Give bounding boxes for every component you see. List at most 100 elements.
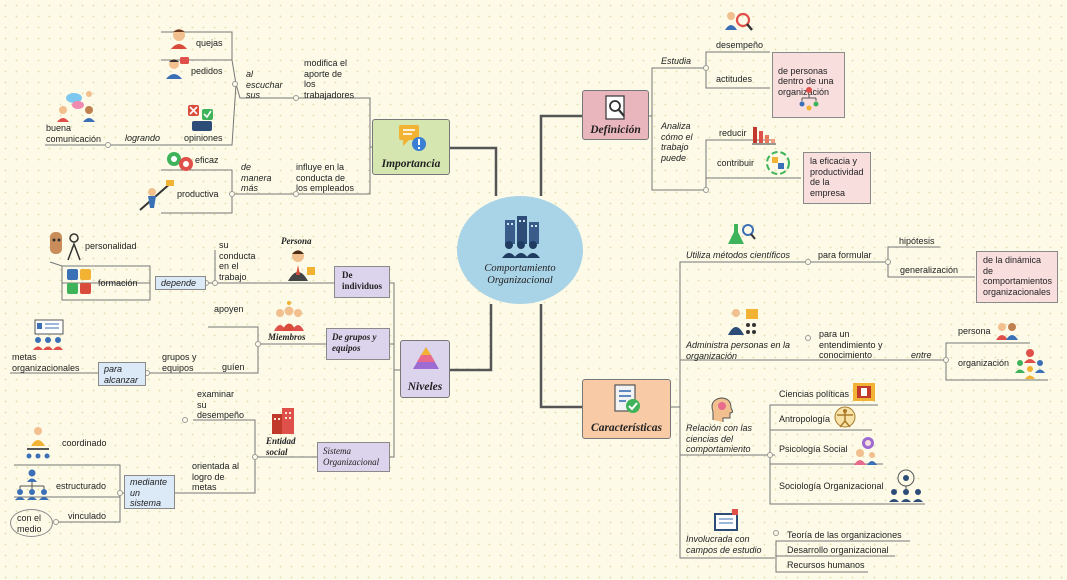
contribuir[interactable]: contribuir bbox=[717, 158, 755, 168]
de-individuos-box[interactable]: De individuos bbox=[334, 266, 390, 298]
persona-label[interactable]: Persona bbox=[281, 236, 312, 246]
estructurado[interactable]: estructurado bbox=[56, 481, 107, 491]
generalizacion[interactable]: generalización bbox=[900, 265, 959, 275]
entidad-social-label[interactable]: Entidad social bbox=[266, 436, 296, 457]
para-formular[interactable]: para formular bbox=[818, 250, 872, 260]
topic-niveles-label: Niveles bbox=[407, 381, 443, 393]
central-topic[interactable]: Comportamiento Organizacional bbox=[457, 196, 583, 304]
productiva[interactable]: productiva bbox=[177, 189, 219, 199]
central-title: Comportamiento Organizacional bbox=[484, 263, 556, 286]
sociologia-organizacional[interactable]: Sociología Organizacional bbox=[779, 481, 884, 491]
desarrollo-organizacional[interactable]: Desarrollo organizacional bbox=[787, 545, 889, 555]
desempeno[interactable]: desempeño bbox=[716, 40, 764, 50]
persons-icon bbox=[996, 323, 1018, 340]
para-alcanzar-box[interactable]: para alcanzar bbox=[98, 362, 146, 386]
pyramid-icon bbox=[413, 347, 439, 369]
training-icon bbox=[67, 269, 91, 294]
team-members-icon bbox=[274, 301, 304, 331]
modifica-aporte[interactable]: modifica el aporte de los trabajadores bbox=[304, 58, 355, 100]
miembros-label[interactable]: Miembros bbox=[268, 332, 306, 342]
topic-importancia[interactable]: Importancia bbox=[372, 119, 450, 175]
topic-importancia-label: Importancia bbox=[381, 158, 441, 170]
persona[interactable]: persona bbox=[958, 326, 991, 336]
performance-search-icon bbox=[725, 12, 753, 31]
study-fields-icon bbox=[714, 509, 738, 531]
para-un-entendimiento[interactable]: para un entendimiento y conocimiento bbox=[819, 329, 883, 360]
vitruvian-man-icon bbox=[834, 406, 856, 428]
social-psychology-icon bbox=[854, 437, 877, 465]
buildings-people-icon bbox=[502, 216, 540, 258]
decreasing-chart-icon bbox=[752, 127, 776, 145]
quejas[interactable]: quejas bbox=[196, 38, 223, 48]
orientada-logro[interactable]: orientada al logro de metas bbox=[192, 461, 240, 492]
relacion-ciencias[interactable]: Relación con las ciencias del comportami… bbox=[686, 423, 753, 454]
vinculado[interactable]: vinculado bbox=[68, 511, 107, 521]
apoyen[interactable]: apoyen bbox=[214, 304, 244, 314]
organizacion[interactable]: organización bbox=[958, 358, 1010, 368]
hipotesis[interactable]: hipótesis bbox=[899, 236, 935, 246]
topic-definicion[interactable]: Definición bbox=[582, 90, 649, 140]
eficaz[interactable]: eficaz bbox=[195, 155, 219, 165]
estudia[interactable]: Estudia bbox=[661, 56, 692, 66]
con-el-medio-box[interactable]: con el medio bbox=[10, 509, 53, 537]
angry-person-icon bbox=[171, 29, 187, 49]
logrando[interactable]: logrando bbox=[125, 133, 161, 143]
al-escuchar-sus[interactable]: al escuchar sus bbox=[246, 69, 283, 100]
topic-definicion-label: Definición bbox=[590, 124, 641, 136]
buena-comunicacion[interactable]: buena comunicación bbox=[46, 123, 102, 144]
teoria-organizaciones[interactable]: Teoría de las organizaciones bbox=[787, 530, 902, 540]
de-manera-mas[interactable]: de manera más bbox=[241, 162, 272, 193]
topic-caracteristicas[interactable]: Características bbox=[582, 379, 671, 439]
analiza-como[interactable]: Analiza cómo el trabajo puede bbox=[661, 121, 693, 163]
org-structure-icon bbox=[15, 469, 49, 500]
communication-people-icon bbox=[57, 91, 95, 122]
examinar-desempeno[interactable]: examinar su desempeño bbox=[197, 389, 245, 420]
la-eficacia-box[interactable]: la eficacia y productividad de la empres… bbox=[803, 152, 871, 204]
metas-organizacionales[interactable]: metas organizacionales bbox=[12, 352, 80, 373]
su-conducta[interactable]: su conducta en el trabajo bbox=[219, 240, 256, 282]
document-search-icon bbox=[605, 95, 625, 120]
people-management-icon bbox=[728, 309, 758, 335]
opiniones[interactable]: opiniones bbox=[184, 133, 223, 143]
guien[interactable]: guíen bbox=[222, 362, 245, 372]
organization-goals-icon bbox=[33, 319, 64, 350]
pedidos[interactable]: pedidos bbox=[191, 66, 223, 76]
sistema-organizacional-box[interactable]: Sistema Organizacional bbox=[317, 442, 390, 472]
actitudes[interactable]: actitudes bbox=[716, 74, 753, 84]
mediante-sistema-box[interactable]: mediante un sistema bbox=[124, 475, 175, 509]
coordinado[interactable]: coordinado bbox=[62, 438, 107, 448]
grupos-y-equipos[interactable]: grupos y equipos bbox=[162, 352, 197, 373]
message-alert-icon bbox=[399, 125, 426, 151]
sociology-network-icon bbox=[889, 469, 923, 502]
depende-box[interactable]: depende bbox=[155, 276, 206, 290]
head-brain-icon bbox=[711, 397, 733, 422]
efficiency-gauges-icon bbox=[167, 152, 193, 171]
involucrada-campos[interactable]: Involucrada con campos de estudio bbox=[686, 534, 762, 555]
influye-conducta[interactable]: influye en la conducta de los empleados bbox=[296, 162, 355, 193]
psicologia-social[interactable]: Psicología Social bbox=[779, 444, 848, 454]
ciencias-politicas[interactable]: Ciencias políticas bbox=[779, 389, 850, 399]
personality-masks-icon bbox=[50, 232, 81, 261]
checklist-icon bbox=[614, 384, 640, 413]
topic-caracteristicas-label: Características bbox=[591, 422, 662, 434]
de-personas-text: de personas dentro de una organización bbox=[778, 65, 834, 97]
organization-team-icon bbox=[1015, 349, 1045, 379]
opinion-checklist-icon bbox=[188, 105, 213, 131]
contribution-puzzle-icon bbox=[766, 151, 790, 175]
de-la-dinamica-box[interactable]: de la dinámica de comportamientos organi… bbox=[976, 251, 1058, 303]
de-grupos-box[interactable]: De grupos y equipos bbox=[326, 328, 390, 360]
formacion[interactable]: formación bbox=[98, 278, 138, 288]
personalidad[interactable]: personalidad bbox=[85, 241, 137, 251]
antropologia[interactable]: Antropología bbox=[779, 414, 831, 424]
administra-personas[interactable]: Administra personas en la organización bbox=[686, 340, 791, 361]
scientific-methods-icon bbox=[728, 224, 756, 244]
entre[interactable]: entre bbox=[911, 350, 932, 360]
recursos-humanos[interactable]: Recursos humanos bbox=[787, 560, 865, 570]
coordination-person-icon bbox=[26, 427, 50, 459]
reducir[interactable]: reducir bbox=[719, 128, 747, 138]
businessman-icon bbox=[288, 250, 315, 281]
productivity-person-icon bbox=[139, 180, 174, 211]
politics-book-icon bbox=[853, 383, 875, 401]
utiliza-metodos[interactable]: Utiliza métodos científicos bbox=[686, 250, 791, 260]
topic-niveles[interactable]: Niveles bbox=[400, 340, 450, 398]
